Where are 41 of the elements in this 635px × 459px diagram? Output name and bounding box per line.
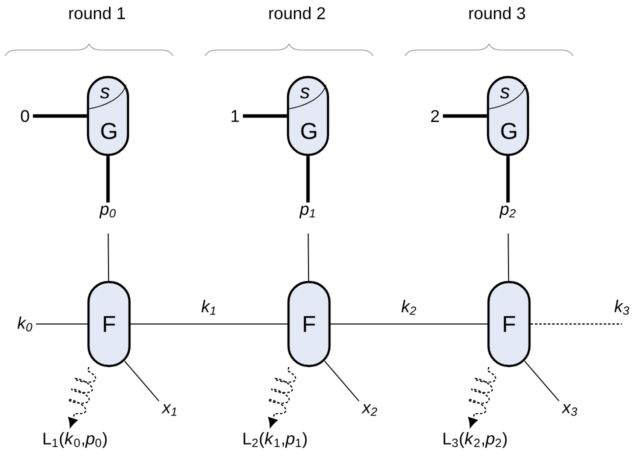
- edge-label: k$_{1}$: [200, 298, 218, 316]
- edge-label: k$_{3}$: [613, 298, 631, 316]
- connector-line: [506, 156, 510, 202]
- variable-label: k$_{0}$: [17, 316, 32, 332]
- input-label: 0: [20, 110, 30, 122]
- leakage-arrow: [68, 366, 96, 428]
- input-label: 2: [431, 110, 439, 122]
- edge-label: k$_{2}$: [400, 298, 418, 316]
- dashed-line: [530, 323, 622, 325]
- function-box: F: [287, 280, 331, 368]
- connector-line: [324, 360, 360, 402]
- connector-line: [124, 360, 160, 402]
- connector-line: [242, 114, 287, 118]
- variable-label: p$_{1}$: [299, 206, 315, 218]
- variable-label: x$_{3}$: [562, 404, 578, 416]
- connector-line: [32, 114, 87, 118]
- connector-line: [308, 233, 310, 282]
- connector-line: [108, 233, 110, 282]
- leakage-arrow: [468, 366, 496, 428]
- connector-line: [106, 156, 110, 202]
- round-label: round 2: [269, 6, 325, 20]
- leakage-arrow: [268, 366, 296, 428]
- input-label: 1: [232, 110, 239, 122]
- generator-box: s G: [486, 76, 530, 156]
- connector-line: [524, 360, 560, 402]
- leakage-label: L$_{2}$(k$_{1}$,p$_{1}$): [244, 432, 307, 448]
- connector-line: [442, 114, 487, 118]
- variable-label: x$_{2}$: [362, 404, 378, 416]
- connector-line: [306, 156, 310, 202]
- leakage-label: L$_{1}$(k$_{0}$,p$_{0}$): [44, 432, 107, 448]
- leakage-label: L$_{3}$(k$_{2}$,p$_{2}$): [444, 432, 507, 448]
- function-box: F: [87, 280, 131, 368]
- function-box: F: [487, 280, 531, 368]
- variable-label: x$_{1}$: [162, 404, 176, 416]
- generator-box: s G: [286, 76, 330, 156]
- generator-box: s G: [86, 76, 130, 156]
- variable-label: p$_{0}$: [99, 206, 116, 218]
- variable-label: p$_{2}$: [499, 206, 516, 218]
- round-label: round 1: [69, 6, 125, 20]
- connector-line: [508, 233, 510, 282]
- round-label: round 3: [469, 6, 526, 20]
